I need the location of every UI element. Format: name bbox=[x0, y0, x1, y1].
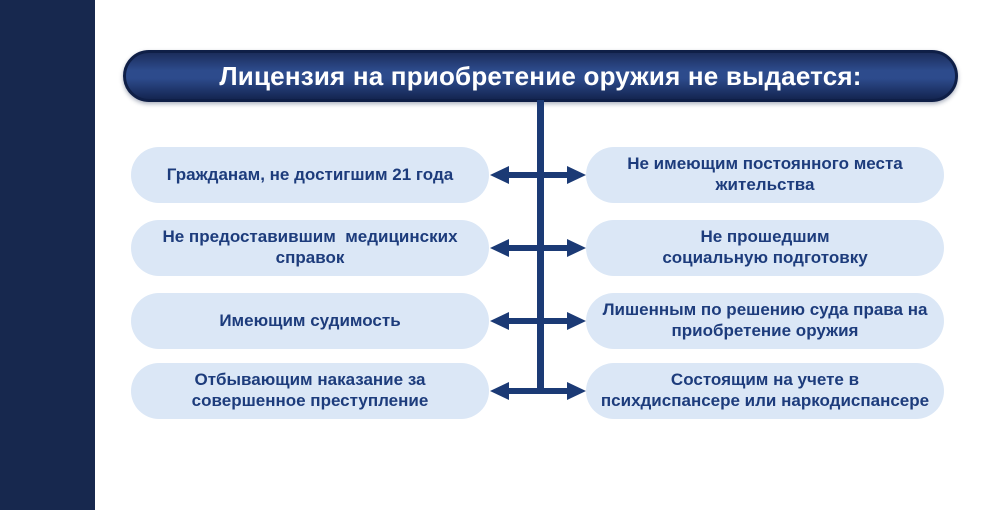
double-arrow-icon bbox=[490, 166, 586, 184]
reason-box-left-2: Не предоставившим медицинских справок bbox=[131, 220, 489, 276]
reason-box-right-1: Не имеющим постоянного места жительства bbox=[586, 147, 944, 203]
double-arrow-icon bbox=[490, 239, 586, 257]
page-title: Лицензия на приобретение оружия не выдае… bbox=[219, 60, 862, 91]
reason-box-right-4: Состоящим на учете в психдиспансере или … bbox=[586, 363, 944, 419]
double-arrow-icon bbox=[490, 382, 586, 400]
left-accent-bar bbox=[0, 0, 95, 510]
reason-box-right-2: Не прошедшим социальную подготовку bbox=[586, 220, 944, 276]
reason-box-left-4: Отбывающим наказание за совершенное прес… bbox=[131, 363, 489, 419]
reason-box-left-1: Гражданам, не достигшим 21 года bbox=[131, 147, 489, 203]
reason-box-right-3: Лишенным по решению суда права на приобр… bbox=[586, 293, 944, 349]
title-banner: Лицензия на приобретение оружия не выдае… bbox=[123, 50, 958, 102]
double-arrow-icon bbox=[490, 312, 586, 330]
reason-box-left-3: Имеющим судимость bbox=[131, 293, 489, 349]
